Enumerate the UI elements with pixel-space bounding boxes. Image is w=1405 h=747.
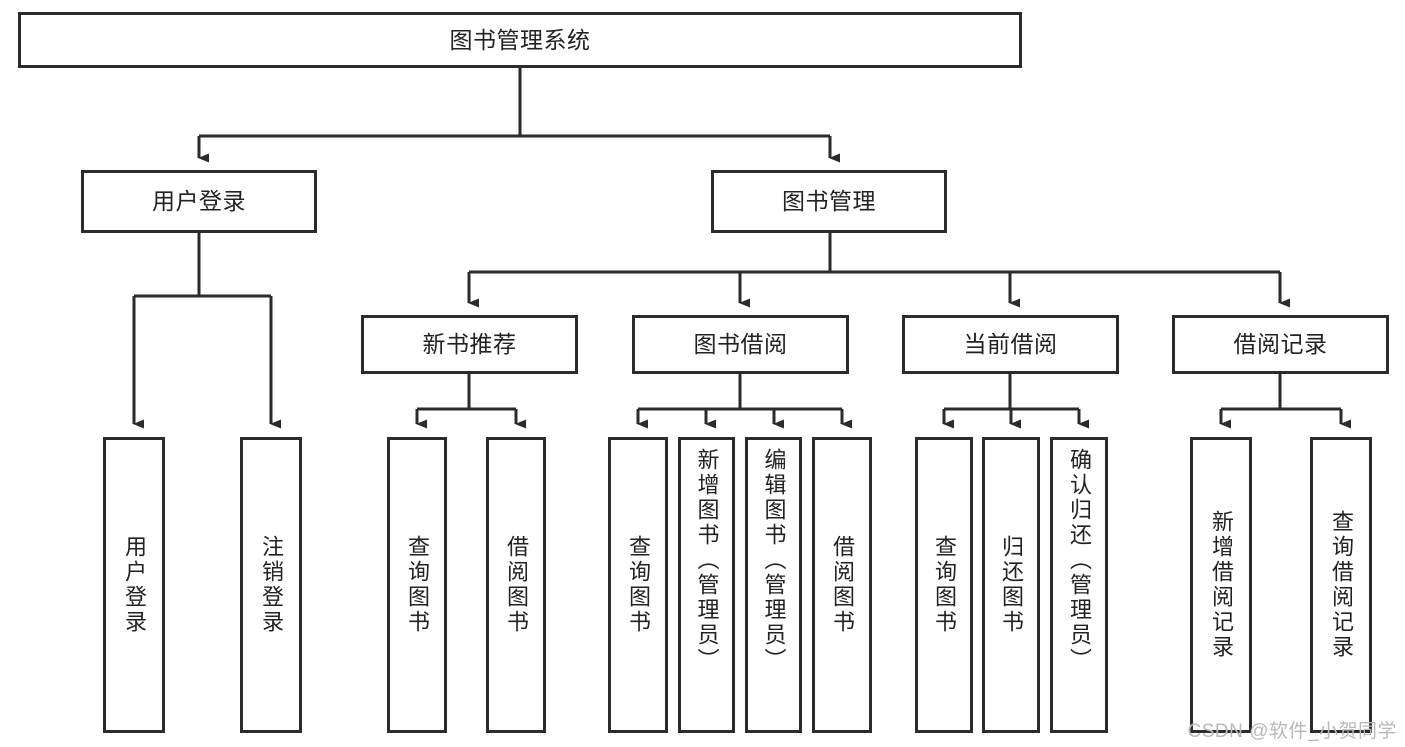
node-leaf-add-record[interactable]: 新增借阅记录 — [1190, 437, 1252, 733]
node-book-manage-label: 图书管理 — [782, 188, 876, 215]
node-leaf-edit-book[interactable]: 编辑图书（管理员） — [745, 437, 802, 733]
node-borrow-record-label: 借阅记录 — [1233, 331, 1328, 358]
node-leaf-logout[interactable]: 注销登录 — [240, 437, 302, 733]
node-leaf-edit-book-label: 编辑图书（管理员） — [761, 448, 787, 673]
node-leaf-return-book[interactable]: 归还图书 — [982, 437, 1040, 733]
node-current-borrow-label: 当前借阅 — [963, 331, 1058, 358]
node-user-login[interactable]: 用户登录 — [81, 170, 317, 233]
node-user-login-label: 用户登录 — [152, 188, 246, 215]
node-current-borrow[interactable]: 当前借阅 — [902, 315, 1119, 374]
node-leaf-query-book-2[interactable]: 查询图书 — [608, 437, 668, 733]
node-leaf-query-book-2-label: 查询图书 — [626, 535, 651, 635]
node-leaf-confirm-return-label: 确认归还（管理员） — [1067, 448, 1092, 673]
node-leaf-add-book[interactable]: 新增图书（管理员） — [678, 437, 735, 733]
node-leaf-query-record-label: 查询借阅记录 — [1329, 510, 1354, 660]
node-leaf-user-login[interactable]: 用户登录 — [103, 437, 165, 733]
watermark-text: CSDN @软件_小贺同学 — [1187, 721, 1397, 742]
node-leaf-add-record-label: 新增借阅记录 — [1209, 510, 1234, 660]
node-leaf-logout-label: 注销登录 — [259, 535, 284, 635]
node-book-borrow[interactable]: 图书借阅 — [632, 315, 849, 374]
node-leaf-query-book-3-label: 查询图书 — [932, 535, 957, 635]
node-leaf-confirm-return[interactable]: 确认归还（管理员） — [1050, 437, 1108, 733]
node-leaf-borrow-book-1[interactable]: 借阅图书 — [486, 437, 546, 733]
node-leaf-borrow-book-1-label: 借阅图书 — [504, 535, 529, 635]
node-leaf-query-book-1[interactable]: 查询图书 — [387, 437, 447, 733]
node-leaf-borrow-book-2-label: 借阅图书 — [830, 535, 855, 635]
node-leaf-borrow-book-2[interactable]: 借阅图书 — [812, 437, 872, 733]
node-leaf-user-login-label: 用户登录 — [122, 535, 147, 635]
node-book-manage[interactable]: 图书管理 — [711, 170, 947, 233]
node-borrow-record[interactable]: 借阅记录 — [1172, 315, 1389, 374]
node-leaf-query-book-1-label: 查询图书 — [405, 535, 430, 635]
node-root[interactable]: 图书管理系统 — [18, 12, 1022, 68]
node-leaf-query-book-3[interactable]: 查询图书 — [915, 437, 973, 733]
node-leaf-query-record[interactable]: 查询借阅记录 — [1310, 437, 1372, 733]
node-leaf-return-book-label: 归还图书 — [999, 535, 1024, 635]
node-leaf-add-book-label: 新增图书（管理员） — [694, 448, 720, 673]
node-new-book-rec[interactable]: 新书推荐 — [361, 315, 578, 374]
node-new-book-rec-label: 新书推荐 — [422, 331, 517, 358]
node-root-label: 图书管理系统 — [449, 26, 591, 53]
node-book-borrow-label: 图书借阅 — [693, 331, 788, 358]
